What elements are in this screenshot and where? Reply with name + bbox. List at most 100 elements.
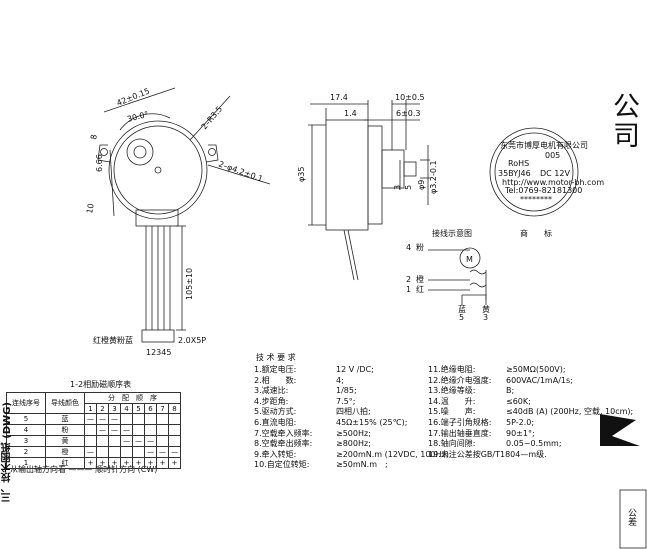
seq-col: 5: [132, 403, 145, 414]
seq-cell: [108, 446, 121, 458]
seq-cell: [132, 446, 145, 458]
spec-line: 5.驱动方式: 四相八拍;: [254, 407, 452, 418]
seq-cell: [108, 435, 121, 447]
spec-line: 4.步距角:7.5°;: [254, 397, 452, 408]
spec-value: 12 V /DC;: [336, 365, 374, 374]
spec-key: 3.减速比:: [254, 386, 289, 396]
spec-value: 90±1°;: [506, 428, 535, 438]
spec-value: ≤60K;: [506, 396, 531, 406]
spec-key: 14.温 升:: [428, 396, 476, 406]
seq-cell: +: [84, 457, 97, 469]
wire-1-color: 红: [416, 284, 424, 294]
seq-col: 7: [156, 403, 169, 414]
dim-30deg: 30.0°: [126, 110, 149, 124]
seq-cell: [84, 435, 97, 447]
spec-key: 12.绝缘介电强度:: [428, 375, 492, 385]
seq-cell: [120, 446, 133, 458]
spec-value: B;: [506, 386, 515, 396]
wire-4: 4: [406, 243, 411, 252]
spec-line: 8.空载牵出频率:≥800Hz;: [254, 439, 452, 450]
spec-value: ≥800Hz;: [336, 439, 371, 449]
spec-line: 3.减速比: 1/85;: [254, 386, 452, 397]
seq-header: 分 配 顺 序: [84, 392, 181, 404]
dim-8: 8: [89, 134, 99, 141]
spec-value: 5P-2.0;: [506, 417, 535, 427]
dim-105: 10±0.5: [395, 93, 425, 102]
wire-5-color: 蓝: [458, 304, 466, 314]
seq-col: 6: [144, 403, 157, 414]
seq-cell: —: [108, 424, 121, 436]
seq-cell: —: [108, 413, 121, 425]
seq-header: 导线颜色: [45, 392, 85, 414]
spec-line: 10.自定位转矩: ≥50mN.m ;: [254, 460, 452, 471]
spec-right: 11.绝缘电阻:≥50MΩ(500V);12.绝缘介电强度:600VAC/1mA…: [428, 365, 633, 460]
gongcha-label: 公差: [626, 508, 636, 526]
spec-value: ≥50MΩ(500V);: [506, 365, 566, 374]
spec-key: 7.空载牵入频率:: [254, 428, 313, 438]
seq-color: 粉: [45, 424, 85, 436]
tm-title: 商 标: [520, 228, 552, 238]
spec-value: ≥50mN.m ;: [336, 460, 388, 470]
dim-phi9: φ9: [417, 180, 426, 190]
wire-4-color: 粉: [416, 242, 424, 252]
spec-key: 16.端子引角规格:: [428, 417, 492, 427]
dim-lead: 105±10: [185, 268, 194, 300]
spec-line: 18.轴向间隙: 0.05~0.5mm;: [428, 439, 633, 450]
dim-phi3: φ3.2-0.1: [429, 160, 438, 194]
spec-value: ≤40dB (A) (200Hz, 空载, 10cm);: [506, 407, 634, 417]
spec-value: ≥500Hz;: [336, 428, 371, 438]
trademark-seal: [489, 127, 579, 217]
seq-cell: +: [168, 457, 181, 469]
wire-3: 3: [483, 313, 488, 322]
spec-line: 7.空载牵入频率: ≥500Hz;: [254, 429, 452, 440]
spec-key: 2.相 数:: [254, 375, 297, 385]
motor-m: M: [466, 255, 473, 264]
tm-stars: ********: [520, 195, 552, 204]
seq-cell: —: [132, 435, 145, 447]
spec-line: 6.直流电阻:45Ω±15% (25℃);: [254, 418, 452, 429]
spec-value: 0.05~0.5mm;: [506, 439, 562, 449]
seq-cell: [132, 424, 145, 436]
seq-cell: +: [120, 457, 133, 469]
seq-cell: [156, 424, 169, 436]
spec-key: 15.噪 声:: [428, 407, 476, 417]
seq-cell: —: [96, 424, 109, 436]
spec-line: 14.温 升: ≤60K;: [428, 397, 633, 408]
seq-cell: —: [156, 446, 169, 458]
spec-value: 1/85;: [336, 386, 357, 396]
seq-cell: —: [120, 424, 133, 436]
spec-line: 16.端子引角规格: 5P-2.0;: [428, 418, 633, 429]
seq-cell: [144, 413, 157, 425]
wire-3-color: 黄: [482, 304, 490, 314]
tm-volt: DC 12V: [540, 169, 570, 178]
seq-color: 红: [45, 457, 85, 469]
spec-value: 四相八拍;: [336, 407, 371, 417]
spec-key: 10.自定位转矩:: [254, 460, 310, 470]
spec-title: 技 术 要 求: [256, 352, 296, 362]
spec-key: 5.驱动方式:: [254, 407, 297, 417]
dim-3: 3: [393, 185, 402, 190]
seq-cell: —: [144, 446, 157, 458]
spec-key: 18.轴向间隙:: [428, 439, 476, 449]
seq-cell: —: [144, 435, 157, 447]
spec-line: 15.噪 声: ≤40dB (A) (200Hz, 空载, 10cm);: [428, 407, 633, 418]
spec-left: 1.额定电压:12 V /DC;2.相 数:4;3.减速比:1/85;4.步距角…: [254, 365, 452, 471]
seq-cell: [120, 413, 133, 425]
spec-value: 600VAC/1mA/1s;: [506, 375, 573, 385]
dim-14: 1.4: [344, 109, 357, 118]
dim-5: 5: [404, 185, 413, 190]
spec-value: ≥200mN.m (12VDC, 100Hz);: [336, 449, 452, 459]
seq-cell: +: [96, 457, 109, 469]
tm-model: 35BYJ46: [498, 169, 531, 178]
seq-col: 8: [168, 403, 181, 414]
seq-note: 从输出轴方向看 ——— 顺时针方向 (CW): [10, 464, 157, 474]
dim-r35: 2–R3.5: [200, 105, 224, 132]
spec-line: 9.牵入转矩: ≥200mN.m (12VDC, 100Hz);: [254, 450, 452, 461]
seq-cell: +: [108, 457, 121, 469]
dim-603: 6±0.3: [396, 109, 421, 118]
spec-key: 9.牵入转矩:: [254, 449, 297, 459]
spec-line: 2.相 数:4;: [254, 376, 452, 387]
wire-1: 1: [406, 285, 411, 294]
